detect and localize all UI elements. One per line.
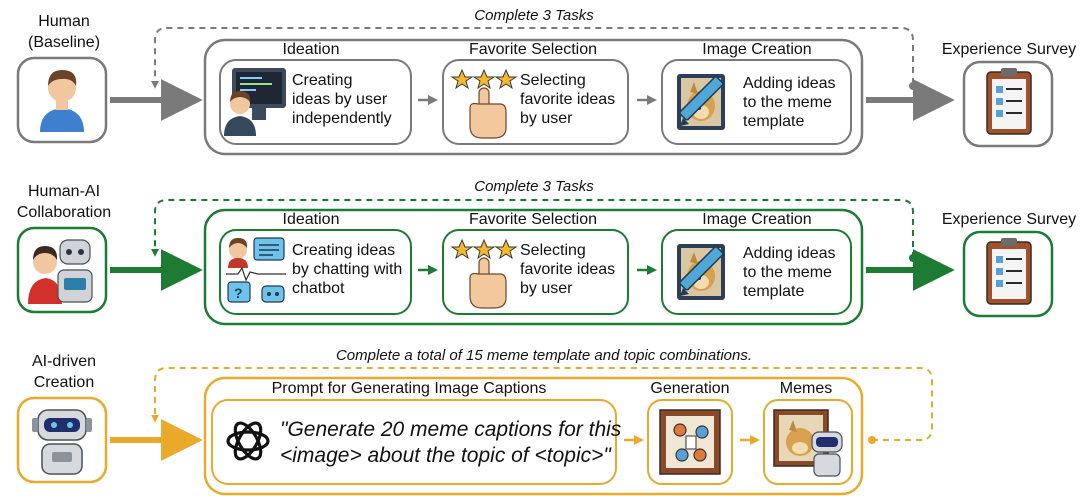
- prompt-box: [211, 399, 617, 485]
- stage-text-line: Creating ideas: [292, 242, 395, 259]
- row-label-line-2: (Baseline): [28, 34, 100, 51]
- stage-text-line: Selecting: [520, 72, 586, 89]
- human-with-robot-icon: [28, 239, 93, 304]
- row-ai-driven: AI-driven Creation Complete a total of 1…: [16, 347, 933, 496]
- end-label: Experience Survey: [942, 211, 1076, 228]
- person-at-computer-icon: [224, 68, 286, 136]
- row-label-line-2: Creation: [34, 374, 94, 391]
- tasks-group: [203, 38, 864, 156]
- chat-with-bot-icon: ?: [226, 237, 286, 303]
- stage-text-line: Adding ideas: [743, 75, 836, 92]
- loop-start-dot: [909, 82, 917, 90]
- stage-text-line: Adding ideas: [743, 245, 836, 262]
- row-label-line-1: Human: [38, 13, 90, 30]
- openai-logo-icon: [226, 421, 270, 461]
- ai-group: [203, 376, 864, 496]
- robot-icon: [32, 409, 92, 475]
- stage-title: Ideation: [283, 211, 340, 228]
- prompt-text-line: "Generate 20 meme captions for this: [280, 418, 622, 441]
- hand-with-stars-icon: [450, 68, 518, 139]
- stage-text-line: Selecting: [520, 242, 586, 259]
- prompt-title: Prompt for Generating Image Captions: [272, 380, 547, 397]
- stage-text-line: template: [743, 113, 804, 130]
- stage-text-line: by user: [520, 110, 573, 127]
- stage-title: Image Creation: [702, 41, 811, 58]
- stage-text-line: independently: [292, 110, 392, 127]
- row-baseline: Human (Baseline) Complete 3 Tasks Ideati…: [16, 7, 1076, 156]
- stage-text-line: by user: [520, 280, 573, 297]
- stage-text-line: to the meme: [743, 94, 832, 111]
- stage-title: Favorite Selection: [469, 211, 597, 228]
- stage-title: Image Creation: [702, 211, 811, 228]
- clipboard-checklist-icon: [986, 68, 1032, 135]
- end-label: Experience Survey: [942, 41, 1076, 58]
- stage-title: Favorite Selection: [469, 41, 597, 58]
- svg-text:?: ?: [234, 285, 243, 301]
- stage-text-line: by chatting with: [292, 261, 402, 278]
- human-person-icon: [40, 70, 84, 132]
- loop-label: Complete 3 Tasks: [474, 7, 594, 24]
- loop-label: Complete a total of 15 meme template and…: [336, 347, 752, 364]
- memes-title: Memes: [780, 380, 832, 397]
- stage-text-line: favorite ideas: [520, 91, 615, 108]
- stage-text-line: ideas by user: [292, 91, 388, 108]
- generation-title: Generation: [650, 380, 729, 397]
- frame-with-gears-icon: [659, 409, 721, 475]
- loop-back-arrow: [151, 27, 914, 89]
- doge-pencil-icon: [677, 244, 725, 300]
- loop-start-dot: [868, 436, 876, 444]
- stage-text-line: template: [743, 283, 804, 300]
- stage-text-line: chatbot: [292, 280, 345, 297]
- loop-back-arrow: [151, 367, 933, 441]
- stage-text-line: to the meme: [743, 264, 832, 281]
- stage-text-line: favorite ideas: [520, 261, 615, 278]
- row-collaboration: Human-AI Collaboration Complete 3 Tasks …: [16, 178, 1076, 326]
- row-label-line-2: Collaboration: [17, 204, 111, 221]
- stage-title: Ideation: [283, 41, 340, 58]
- doge-with-robot-icon: [773, 409, 843, 477]
- doge-pencil-icon: [677, 74, 725, 130]
- clipboard-checklist-icon: [986, 238, 1032, 305]
- row-label-line-1: AI-driven: [32, 353, 96, 370]
- loop-label: Complete 3 Tasks: [474, 178, 594, 195]
- prompt-text-line: <image> about the topic of <topic>": [280, 444, 612, 467]
- hand-with-stars-icon: [450, 238, 518, 309]
- tasks-group: [203, 208, 864, 326]
- loop-back-arrow: [151, 199, 914, 258]
- loop-start-dot: [909, 254, 917, 262]
- row-label-line-1: Human-AI: [28, 183, 100, 200]
- stage-text-line: Creating: [292, 72, 352, 89]
